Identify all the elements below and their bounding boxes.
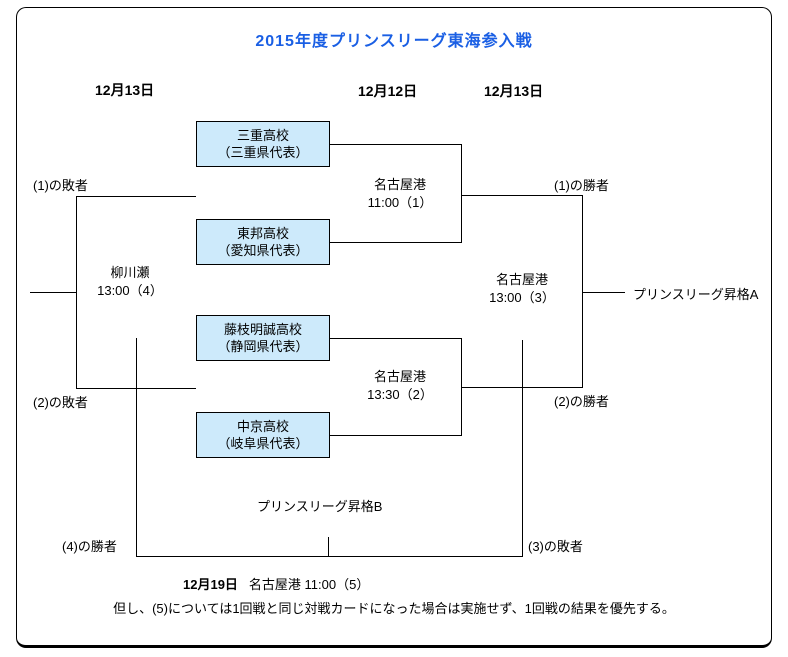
winner4-label: (4)の勝者 — [62, 539, 117, 554]
match5-label: 12月19日名古屋港 11:00（5） — [183, 574, 369, 593]
team-rep: （静岡県代表） — [217, 339, 309, 354]
team-box-chukyo: 中京高校 （岐阜県代表） — [196, 412, 330, 458]
match4-venue: 柳川瀬 — [110, 265, 150, 280]
match3-venue: 名古屋港 — [495, 272, 548, 287]
loser1-label: (1)の敗者 — [33, 178, 88, 193]
bracket-line-loser1-in — [76, 196, 196, 197]
bracket-line-team3-out — [330, 338, 461, 339]
bracket-line-loser3-down — [522, 340, 523, 557]
team-name: 中京高校 — [236, 419, 289, 434]
team-box-toho: 東邦高校 （愛知県代表） — [196, 219, 330, 265]
bracket-line-match5-winner-stub — [328, 537, 329, 557]
match1-time: 11:00（1） — [367, 195, 433, 210]
bracket-join-match4 — [76, 196, 77, 389]
promotion-a-label: プリンスリーグ昇格A — [633, 287, 759, 302]
page-title: 2015年度プリンスリーグ東海参入戦 — [255, 33, 533, 50]
team-name: 藤枝明誠高校 — [223, 322, 302, 337]
match5-date: 12月19日 — [183, 577, 238, 592]
match2-time: 13:30（2） — [367, 387, 433, 402]
team-rep: （岐阜県代表） — [217, 436, 309, 451]
promotion-b-label: プリンスリーグ昇格B — [257, 499, 383, 514]
team-rep: （愛知県代表） — [217, 243, 309, 258]
bracket-line-winner4-down — [136, 338, 137, 557]
bracket-line-team4-out — [330, 435, 461, 436]
winner1-label: (1)の勝者 — [554, 178, 609, 193]
date-first-round: 12月12日 — [358, 83, 418, 99]
date-final-round: 12月13日 — [484, 83, 544, 99]
match2-label: 名古屋港 13:30（2） — [340, 368, 460, 404]
bracket-line-match2-winner — [461, 387, 582, 388]
match1-venue: 名古屋港 — [373, 177, 426, 192]
team-name: 東邦高校 — [236, 226, 289, 241]
date-left-round: 12月13日 — [95, 82, 155, 98]
bracket-line-team2-out — [330, 242, 461, 243]
winner2-label: (2)の勝者 — [554, 394, 609, 409]
team-name: 三重高校 — [236, 128, 289, 143]
team-box-fujieda-meisei: 藤枝明誠高校 （静岡県代表） — [196, 315, 330, 361]
outer-frame — [16, 7, 772, 648]
bracket-line-team1-out — [330, 144, 461, 145]
loser3-label: (3)の敗者 — [528, 539, 583, 554]
team-box-mie: 三重高校 （三重県代表） — [196, 121, 330, 167]
bracket-line-final-out — [582, 292, 625, 293]
match1-label: 名古屋港 11:00（1） — [340, 176, 460, 212]
bracket-line-match5-bottom — [136, 556, 523, 557]
match4-label: 柳川瀬 13:00（4） — [70, 264, 190, 300]
match3-time: 13:00（3） — [489, 290, 555, 305]
match5-details: 名古屋港 11:00（5） — [248, 577, 370, 592]
team-rep: （三重県代表） — [217, 145, 309, 160]
bracket-join-match2 — [461, 338, 462, 436]
bracket-line-match1-winner — [461, 195, 582, 196]
bracket-join-final — [582, 195, 583, 388]
loser2-label: (2)の敗者 — [33, 395, 88, 410]
bracket-line-match4-out — [30, 292, 76, 293]
match4-time: 13:00（4） — [97, 283, 163, 298]
bracket-join-match1 — [461, 144, 462, 243]
match3-label: 名古屋港 13:00（3） — [462, 271, 582, 307]
note-text: 但し、(5)については1回戦と同じ対戦カードになった場合は実施せず、1回戦の結果… — [113, 601, 675, 616]
match2-venue: 名古屋港 — [373, 369, 426, 384]
